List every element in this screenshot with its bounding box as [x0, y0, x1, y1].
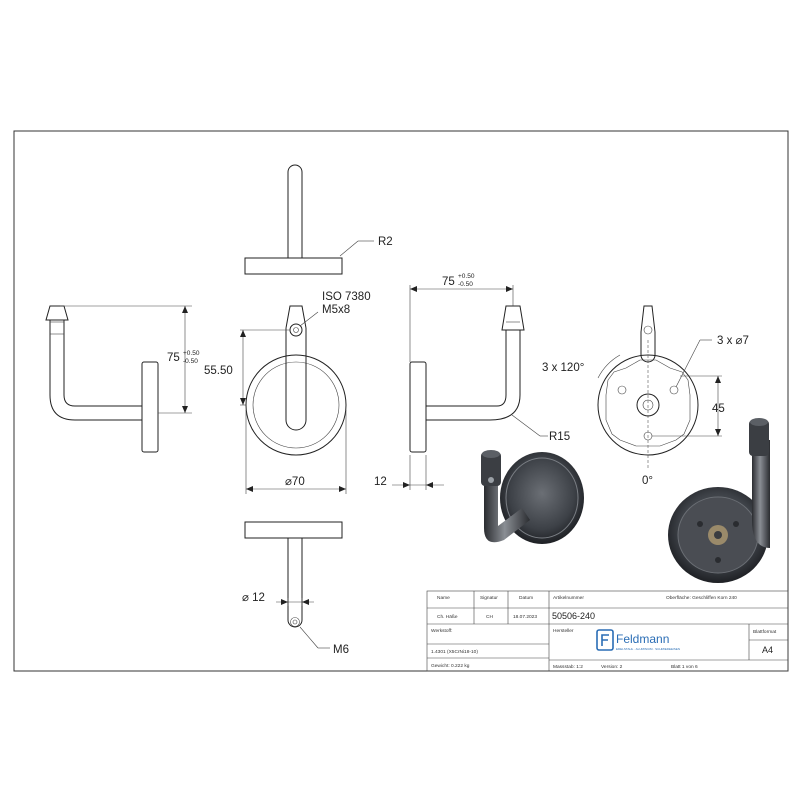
radius-r15-label: R15 — [549, 431, 570, 443]
dist-45-label: 45 — [712, 403, 725, 415]
right-side-view: 75 +0.50 -0.50 R15 12 — [374, 273, 570, 490]
radius-r2-label: R2 — [378, 236, 393, 248]
tb-article-number: 50506-240 — [552, 611, 595, 621]
angle-label: 3 x 120° — [542, 362, 584, 374]
tb-name-value: Ch. Häße — [437, 614, 458, 620]
bottom-view: ⌀ 12 M6 — [242, 521, 349, 656]
drawing-frame — [13, 130, 789, 672]
iso-render-front — [481, 450, 584, 544]
iso-thread-label-1: ISO 7380 — [322, 291, 371, 303]
tb-col-name: Name — [437, 595, 450, 601]
top-view: R2 — [244, 164, 393, 275]
diameter-70-label: ⌀70 — [285, 476, 305, 488]
logo-name: Feldmann — [616, 632, 669, 646]
feldmann-logo: Feldmann EDELSTAHL · ALUMINIUM · SCHMIED… — [596, 629, 680, 651]
front-view: ISO 7380 M5x8 55.50 ⌀70 — [204, 291, 371, 494]
tb-material-label: Werkstoff: — [431, 628, 452, 634]
iso-thread-label-2: M5x8 — [322, 304, 350, 316]
height-75-tol-plus: +0.50 — [183, 350, 200, 357]
tb-sheet-format-label: Blattformat — [753, 629, 777, 635]
offset-55-50-label: 55.50 — [204, 365, 233, 377]
tb-manufacturer-label: Hersteller — [553, 628, 574, 634]
zero-deg-label: 0° — [642, 475, 653, 487]
iso-render-rear — [668, 418, 770, 583]
tb-article-label: Artikelnummer — [553, 595, 584, 601]
height-75-tol-minus: -0.50 — [183, 358, 198, 365]
tb-weight: Gewicht: 0.222 kg — [431, 663, 470, 669]
width-75-tol-plus: +0.50 — [458, 273, 475, 280]
tb-sheet-format-value: A4 — [762, 645, 773, 655]
rear-view: 3 x ⌀7 3 x 120° 45 0° — [542, 305, 749, 487]
tb-material-value: 1.4301 (X5CrNi18-10) — [431, 649, 478, 655]
tb-date-value: 18.07.2023 — [513, 614, 537, 620]
tb-scale: Massstab: 1:2 — [553, 664, 583, 670]
tb-col-signature: Signatur — [480, 595, 498, 601]
diameter-12-label: ⌀ 12 — [242, 592, 265, 604]
width-75-tol-minus: -0.50 — [458, 281, 473, 288]
logo-tagline: EDELSTAHL · ALUMINIUM · SCHMIEDEEISEN — [616, 647, 680, 651]
left-side-view: 75 +0.50 -0.50 — [45, 305, 200, 453]
tb-surface-label: Oberfläche: Geschliffen Korn 240 — [666, 595, 737, 601]
tb-signature-value: CH — [486, 614, 493, 620]
plate-12-label: 12 — [374, 476, 387, 488]
tb-col-date: Datum — [519, 595, 533, 601]
thread-m6-label: M6 — [333, 644, 349, 656]
title-block: Name Signatur Datum Artikelnummer Oberfl… — [426, 590, 789, 672]
holes-label: 3 x ⌀7 — [717, 335, 749, 347]
tb-sheet-of: Blatt 1 von 6 — [671, 664, 698, 670]
width-75-label: 75 — [442, 276, 455, 288]
tb-version: Version: 2 — [601, 664, 623, 670]
height-75-label: 75 — [167, 352, 180, 364]
